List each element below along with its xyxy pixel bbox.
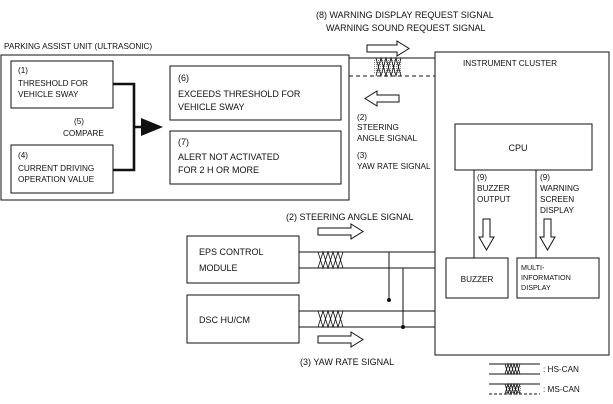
buzzer-down-arrow xyxy=(478,218,495,252)
threshold-line2: VEHICLE SWAY xyxy=(18,90,79,99)
alert-line1: ALERT NOT ACTIVATED xyxy=(178,152,280,162)
compare-label: COMPARE xyxy=(63,129,104,138)
mid-line3: DISPLAY xyxy=(521,283,551,292)
alert-line2: FOR 2 H OR MORE xyxy=(178,165,259,175)
exceeds-line2: VEHICLE SWAY xyxy=(178,102,245,112)
compare-arrow xyxy=(141,118,163,136)
signal-2-3-arrow xyxy=(364,90,400,107)
legend-ms-twist xyxy=(504,382,521,396)
signal-8-line1: (8) WARNING DISPLAY REQUEST SIGNAL xyxy=(316,10,494,20)
junction-dot-1 xyxy=(387,298,391,302)
buzzer-output-line1: BUZZER xyxy=(477,184,510,193)
alert-num: (7) xyxy=(178,137,189,147)
threshold-line1: THRESHOLD FOR xyxy=(18,79,88,88)
cpu-box xyxy=(454,123,593,171)
current-driving-line2: OPERATION VALUE xyxy=(18,175,95,184)
bottom-steering-signal: (2) STEERING ANGLE SIGNAL xyxy=(286,212,414,222)
bottom-yaw-signal: (3) YAW RATE SIGNAL xyxy=(300,357,394,367)
cpu-label: CPU xyxy=(508,143,527,153)
eps-box xyxy=(186,235,300,284)
signal-3-num: (3) xyxy=(357,151,367,160)
ms-can-twist xyxy=(375,56,402,78)
legend-hs-twist xyxy=(504,362,521,376)
buzzer-output-num: (9) xyxy=(477,173,487,182)
alert-not-activated-box xyxy=(169,130,342,185)
current-driving-line1: CURRENT DRIVING xyxy=(18,164,94,173)
signal-3-line1: YAW RATE SIGNAL xyxy=(357,162,431,171)
parking-unit-label: PARKING ASSIST UNIT (ULTRASONIC) xyxy=(4,42,152,51)
warning-screen-line1: WARNING xyxy=(540,184,579,193)
warning-screen-line3: DISPLAY xyxy=(540,206,575,215)
exceeds-num: (6) xyxy=(178,73,189,83)
buzzer-box xyxy=(445,257,509,299)
threshold-num: (1) xyxy=(18,66,28,75)
signal-8-arrow xyxy=(366,40,410,57)
exceeds-line1: EXCEEDS THRESHOLD FOR xyxy=(178,89,301,99)
signal-2-line1: STEERING xyxy=(357,123,399,132)
mid-line1: MULTI- xyxy=(521,263,545,272)
legend-ms-twist-bg xyxy=(505,385,521,393)
threshold-box xyxy=(10,60,114,109)
hs-can-eps-twist xyxy=(317,250,344,270)
junction-dot-2 xyxy=(401,325,405,329)
buzzer-label: BUZZER xyxy=(461,275,494,284)
compare-num: (5) xyxy=(74,117,84,126)
legend-hs-can: : HS-CAN xyxy=(543,365,579,374)
cluster-label: INSTRUMENT CLUSTER xyxy=(463,59,557,68)
mid-line2: INFORMATION xyxy=(521,273,571,282)
ms-can-twist-bg xyxy=(374,60,402,74)
mid-down-arrow xyxy=(539,218,556,252)
legend-ms-can: : MS-CAN xyxy=(543,385,580,394)
signal-2-num: (2) xyxy=(357,113,367,122)
current-driving-num: (4) xyxy=(18,151,28,160)
signal-8-line2: WARNING SOUND REQUEST SIGNAL xyxy=(326,23,486,33)
signal-2-line2: ANGLE SIGNAL xyxy=(357,134,418,143)
dsc-box xyxy=(186,294,300,344)
instrument-cluster-box xyxy=(434,51,610,356)
eps-line2: MODULE xyxy=(199,263,238,273)
dsc-label: DSC HU/CM xyxy=(199,315,250,325)
compare-bracket xyxy=(113,82,142,172)
buzzer-output-line2: OUTPUT xyxy=(477,195,511,204)
hs-can-dsc-twist xyxy=(317,309,344,329)
bottom-steering-arrow xyxy=(317,223,364,240)
exceeds-threshold-box xyxy=(169,65,342,121)
warning-screen-num: (9) xyxy=(540,173,550,182)
eps-line1: EPS CONTROL xyxy=(199,247,264,257)
bottom-yaw-arrow xyxy=(317,331,364,348)
current-driving-box xyxy=(10,144,114,194)
warning-screen-line2: SCREEN xyxy=(540,195,574,204)
multi-info-display-box xyxy=(516,257,600,299)
